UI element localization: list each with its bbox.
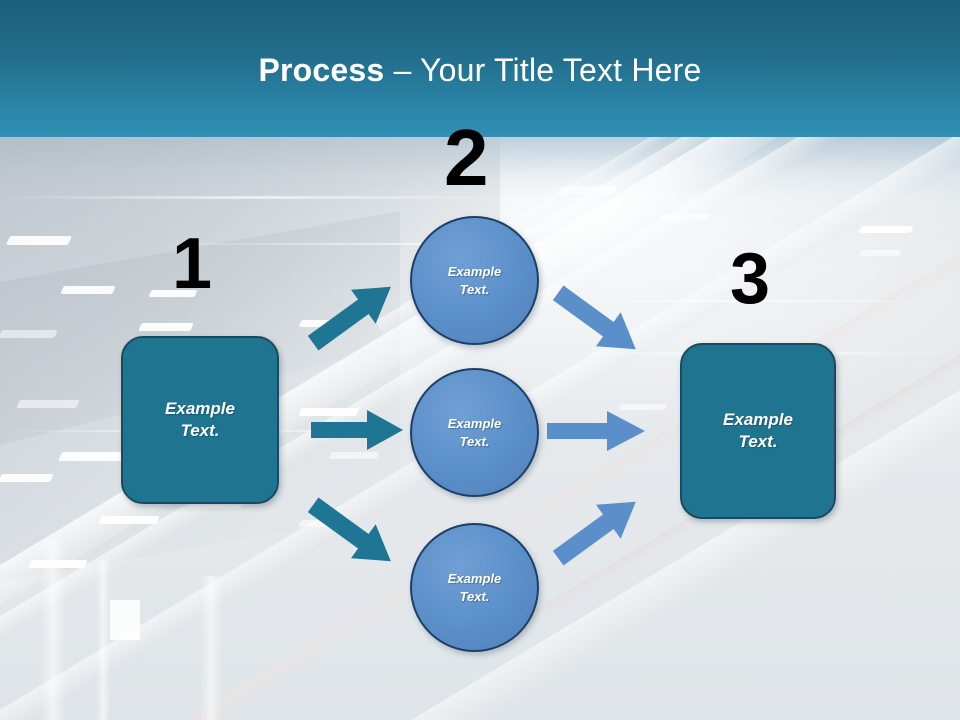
arrow-circle-top-to-end: [545, 283, 649, 359]
background-ceiling-light: [57, 452, 129, 461]
arrow-circle-middle-to-end: [545, 403, 647, 459]
arrow-start-to-circle-middle: [309, 402, 405, 458]
process-circle-top-label: Example Text.: [447, 264, 502, 297]
background-pillar: [200, 576, 222, 720]
step-number-3: 3: [730, 239, 771, 319]
background-ceiling-light: [138, 323, 194, 331]
step-number-2: 2: [444, 113, 489, 202]
process-start-box-label: Example Text.: [165, 398, 235, 440]
process-circle-top[interactable]: Example Text.: [410, 216, 539, 345]
background-ceiling-light: [5, 236, 73, 245]
background-ceiling-light: [858, 250, 902, 256]
process-circle-middle[interactable]: Example Text.: [410, 368, 539, 497]
page-title-strong: Process: [258, 52, 385, 88]
background-ceiling-light: [658, 214, 710, 221]
arrow-circle-bottom-to-end: [545, 492, 649, 568]
background-ceiling-light: [98, 516, 160, 524]
background-ceiling-rail: [0, 196, 520, 199]
process-end-box[interactable]: Example Text.: [680, 343, 836, 519]
arrow-start-to-circle-bottom: [300, 495, 404, 571]
process-circle-bottom-label: Example Text.: [447, 571, 502, 604]
background-pillar: [96, 560, 110, 720]
background-ceiling-light: [0, 330, 58, 338]
arrow-start-to-circle-top: [300, 278, 404, 352]
background-ceiling-light: [0, 474, 54, 482]
background-signage: [110, 600, 140, 640]
background-pillar: [40, 540, 66, 720]
header-band: Process – Your Title Text Here: [0, 0, 960, 137]
page-title: Process – Your Title Text Here: [0, 50, 960, 90]
background-ceiling-light: [60, 286, 116, 294]
background-ceiling-light: [16, 400, 80, 408]
background-ceiling-rail: [520, 300, 960, 302]
process-end-box-label: Example Text.: [723, 409, 793, 451]
process-start-box[interactable]: Example Text.: [121, 336, 279, 504]
step-number-1: 1: [172, 224, 213, 304]
background-ceiling-light: [558, 186, 618, 194]
page-title-rest: Your Title Text Here: [420, 52, 702, 88]
background-ceiling-light: [858, 226, 914, 233]
page-title-separator: –: [384, 52, 421, 88]
process-circle-bottom[interactable]: Example Text.: [410, 523, 539, 652]
process-circle-middle-label: Example Text.: [447, 416, 502, 449]
